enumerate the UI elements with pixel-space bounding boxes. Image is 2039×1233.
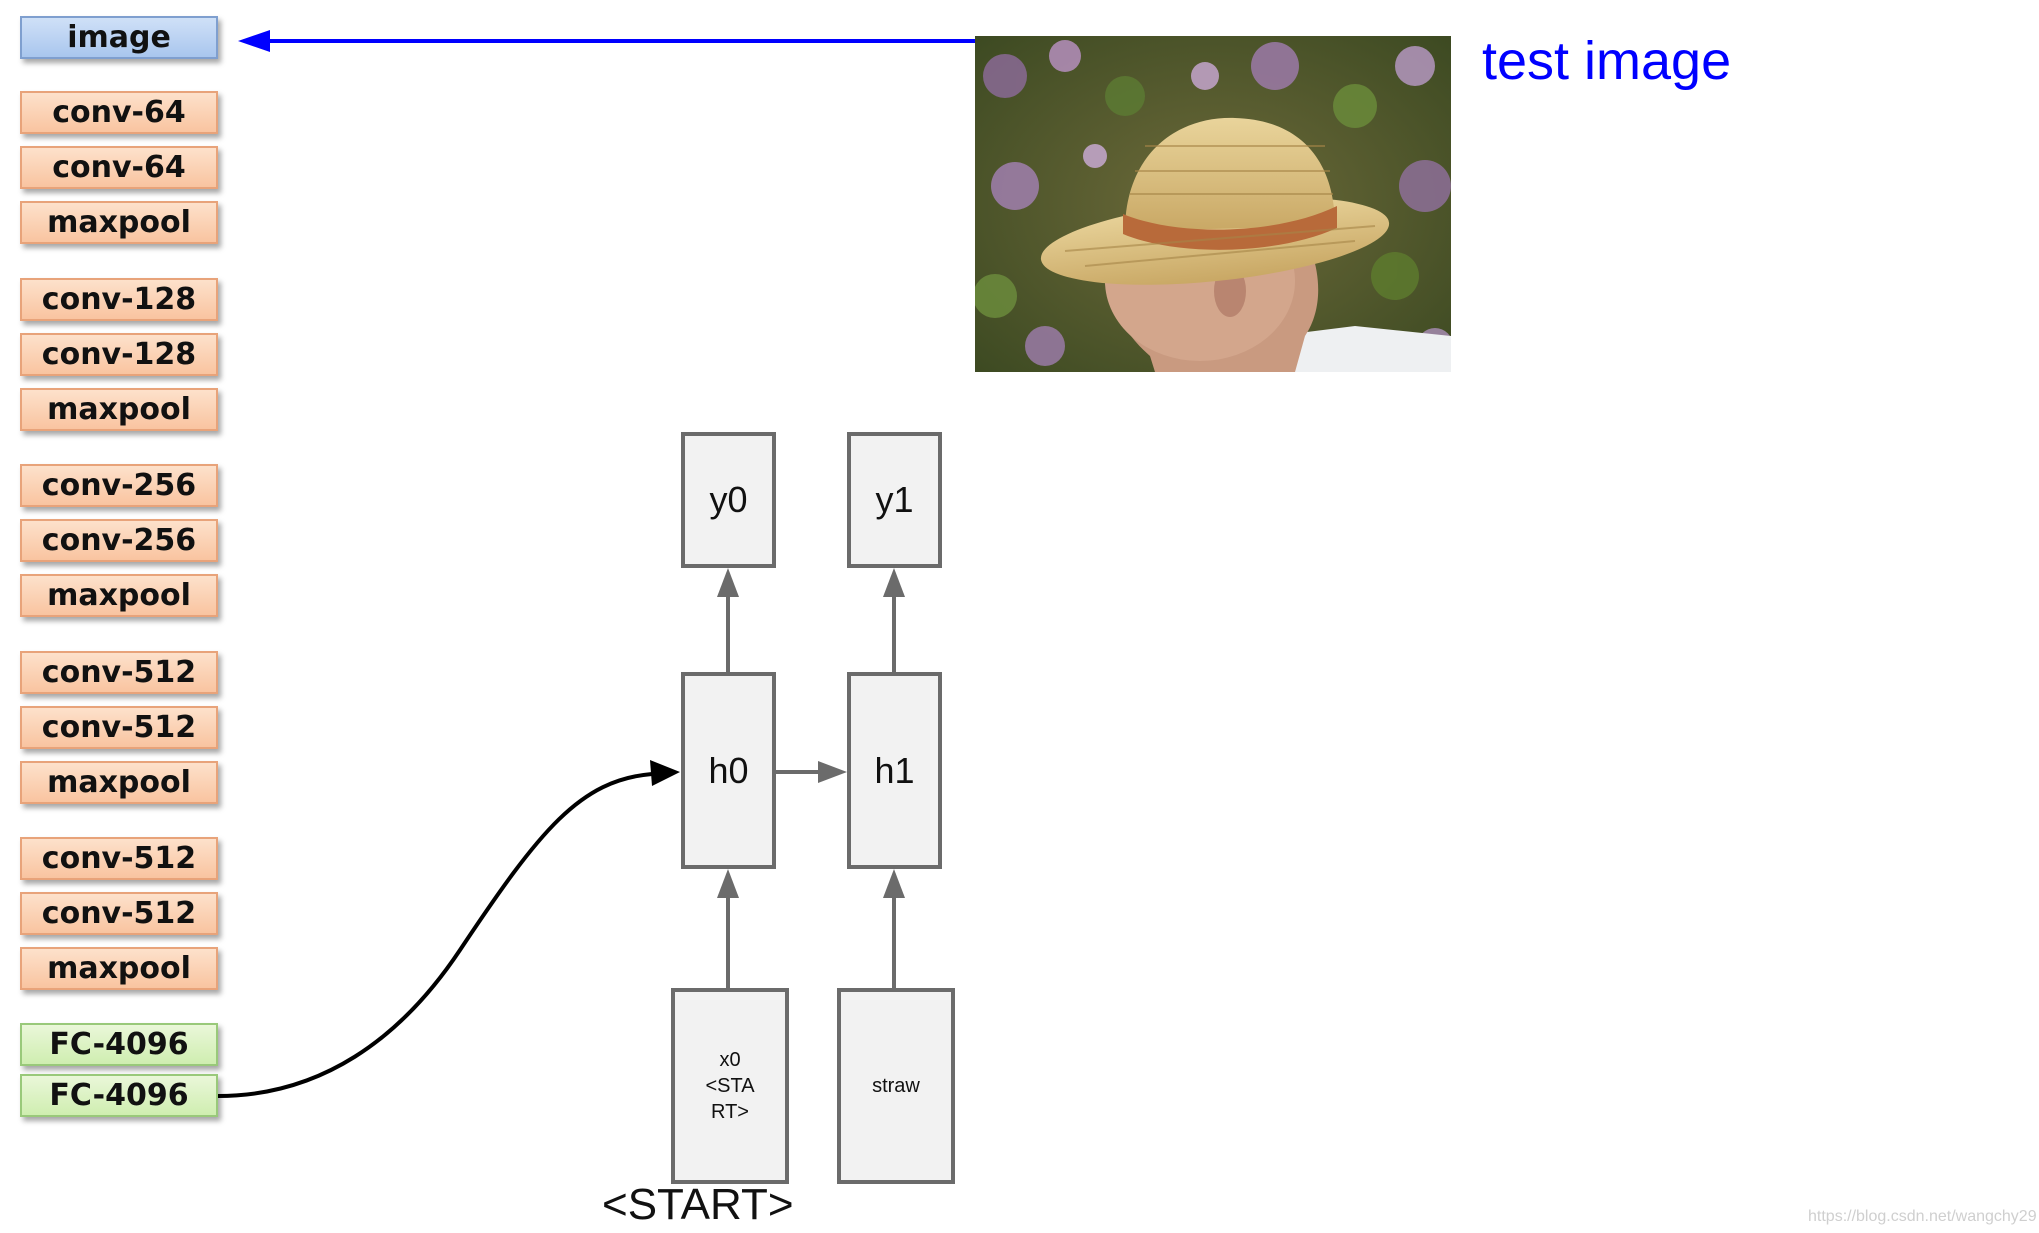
fc-layer: FC-4096 (20, 1074, 218, 1117)
rnn-output-y0: y0 (681, 432, 776, 568)
watermark: https://blog.csdn.net/wangchy29 (1808, 1208, 2037, 1225)
cnn-layer: conv-512 (20, 706, 218, 749)
start-token-label: <START> (602, 1180, 794, 1229)
test-image-arrowhead (238, 30, 270, 52)
cnn-layer: conv-64 (20, 146, 218, 189)
straw-to-h1-arrowhead (883, 869, 905, 898)
cnn-layer: maxpool (20, 574, 218, 617)
photo-drawing (975, 36, 1451, 372)
cnn-input-image: image (20, 16, 218, 59)
test-image-photo (975, 36, 1451, 372)
cnn-layer: conv-512 (20, 892, 218, 935)
cnn-layer: conv-128 (20, 278, 218, 321)
rnn-hidden-h1: h1 (847, 672, 942, 869)
rnn-output-y1: y1 (847, 432, 942, 568)
cnn-layer: maxpool (20, 201, 218, 244)
cnn-layer: conv-512 (20, 651, 218, 694)
x0-to-h0-arrowhead (717, 869, 739, 898)
test-image-label: test image (1482, 31, 1732, 91)
cnn-layer: conv-256 (20, 519, 218, 562)
cnn-layer: conv-128 (20, 333, 218, 376)
cnn-layer: conv-512 (20, 837, 218, 880)
fc-layer: FC-4096 (20, 1023, 218, 1066)
cnn-layer: conv-256 (20, 464, 218, 507)
h0-to-h1-arrowhead (818, 761, 847, 783)
rnn-input-straw: straw (837, 988, 955, 1184)
rnn-input-x0: x0 <STA RT> (671, 988, 789, 1184)
rnn-hidden-h0: h0 (681, 672, 776, 869)
cnn-layer: maxpool (20, 761, 218, 804)
fc-to-h0-arrowhead (650, 760, 680, 786)
fc-to-h0-curve (217, 772, 653, 1098)
cnn-layer: maxpool (20, 388, 218, 431)
cnn-layer: conv-64 (20, 91, 218, 134)
h1-to-y1-arrowhead (883, 568, 905, 597)
h0-to-y0-arrowhead (717, 568, 739, 597)
cnn-layer: maxpool (20, 947, 218, 990)
